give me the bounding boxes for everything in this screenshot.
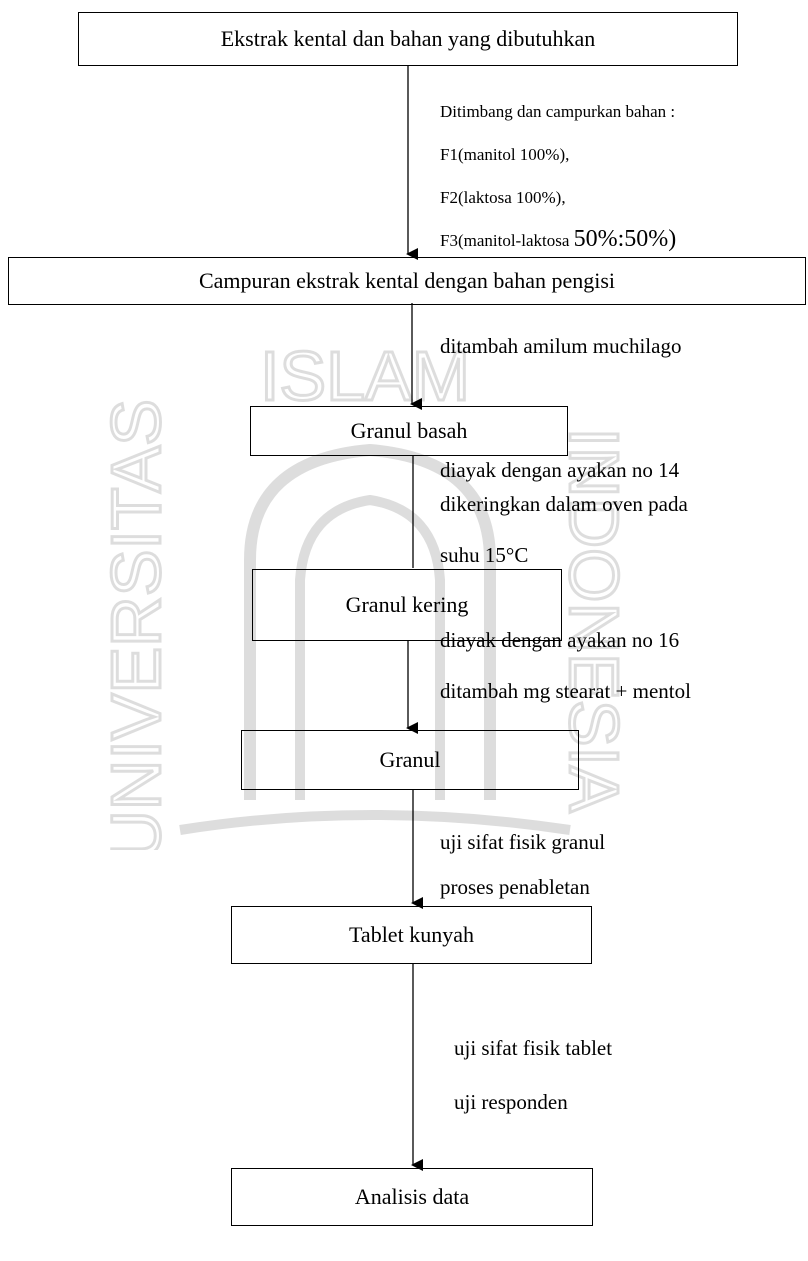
label-ditimbang: Ditimbang dan campurkan bahan :: [440, 102, 676, 121]
label-f3: F3(manitol-laktosa 50%:50%): [440, 227, 676, 251]
watermark-text-left: UNIVERSITAS: [100, 399, 175, 850]
box-tablet-kunyah: Tablet kunyah: [231, 906, 592, 964]
watermark-text-right: INDONESIA: [555, 427, 633, 812]
label-uji-granul: uji sifat fisik granul: [440, 830, 606, 854]
label-mg-stearat: ditambah mg stearat + mentol: [440, 679, 691, 703]
label-amilum: ditambah amilum muchilago: [440, 334, 682, 358]
box-ekstrak-kental: Ekstrak kental dan bahan yang dibutuhkan: [78, 12, 738, 66]
watermark-shape: [244, 443, 496, 800]
label-dikeringkan: dikeringkan dalam oven pada: [440, 492, 688, 516]
label-uji-responden: uji responden: [454, 1090, 568, 1114]
box-granul-kering: Granul kering: [252, 569, 562, 641]
label-f3-prefix: F3(manitol-laktosa: [440, 231, 574, 250]
label-suhu: suhu 15°C: [440, 543, 529, 567]
watermark-text-top: ISLAM: [260, 337, 470, 415]
label-f2: F2(laktosa 100%),: [440, 188, 566, 207]
label-uji-tablet: uji sifat fisik tablet: [454, 1036, 613, 1060]
box-granul: Granul: [241, 730, 579, 790]
label-f3-ratio: 50%:50%): [573, 226, 677, 252]
box-analisis-data: Analisis data: [231, 1168, 593, 1226]
label-ayakan-16: diayak dengan ayakan no 16: [440, 628, 680, 652]
label-ayakan-14: diayak dengan ayakan no 14: [440, 458, 680, 482]
label-f1: F1(manitol 100%),: [440, 145, 570, 164]
box-granul-basah: Granul basah: [250, 406, 568, 456]
label-penabletan: proses penabletan: [440, 875, 590, 899]
university-seal-watermark: ISLAM UNIVERSITAS INDONESIA: [100, 336, 635, 851]
box-campuran-ekstrak: Campuran ekstrak kental dengan bahan pen…: [8, 257, 806, 305]
